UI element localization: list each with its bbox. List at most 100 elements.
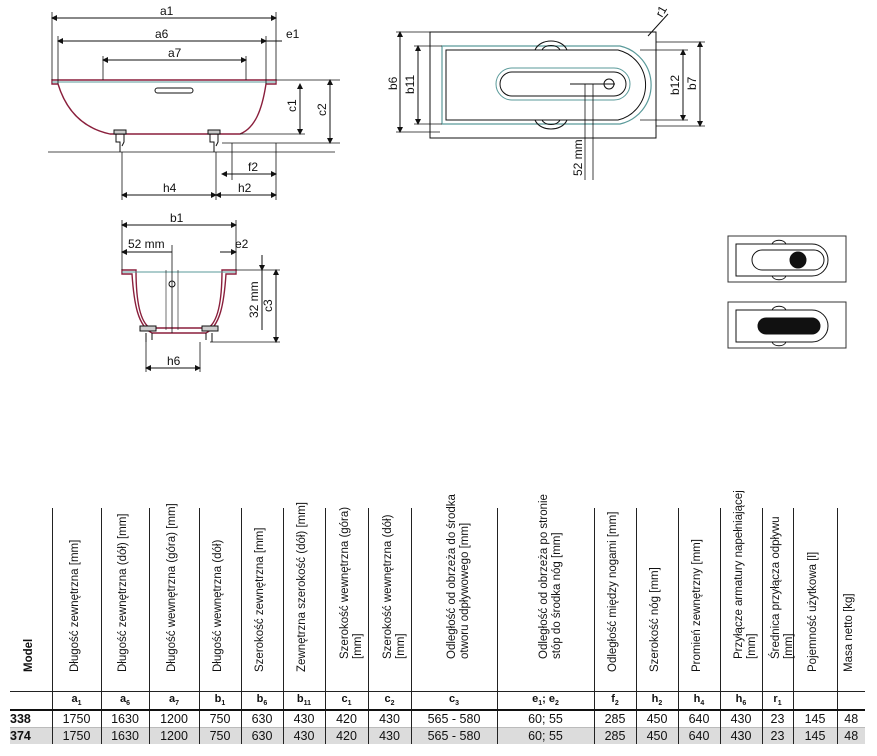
col-header-text: Promień zewnętrzny [mm] <box>691 539 703 672</box>
cell-c2: 430 <box>367 727 411 744</box>
col-symbol-c1: c1 <box>324 691 368 711</box>
col-symbol-h4: h4 <box>677 691 720 711</box>
top-view-labels: r1 b6 b11 b12 b7 52 mm <box>386 3 699 176</box>
side-view-labels: a1 a6 a7 e1 c1 c2 f2 h4 h2 <box>155 4 329 195</box>
col-header-f2: Odległość między nogami [mm] <box>593 508 636 692</box>
cell-h6: 430 <box>719 727 762 744</box>
col-header-volume: Pojemność użytkowa [l] <box>792 508 837 692</box>
cell-b6: 630 <box>240 727 283 744</box>
label-f2: f2 <box>248 160 258 174</box>
cell-e1e2: 60; 55 <box>496 727 594 744</box>
cell-c3: 565 - 580 <box>410 727 497 744</box>
col-symbol-c3: c3 <box>410 691 497 711</box>
col-header-text: Długość zewnętrzna (dół) [mm] <box>117 513 129 673</box>
label-52mm-section: 52 mm <box>128 237 165 251</box>
technical-drawings: a1 a6 a7 e1 c1 c2 f2 h4 h2 <box>48 3 847 372</box>
col-header-text: Model <box>22 638 35 672</box>
top-view-drawing <box>396 13 705 180</box>
col-header-text: Odległość od obrzeża po stronie stóp do … <box>537 494 563 659</box>
label-c1: c1 <box>285 99 299 112</box>
col-header-c3: Odległość od obrzeża do środka otworu od… <box>410 494 497 692</box>
col-symbol-b11: b11 <box>282 691 325 711</box>
cell-c3: 565 - 580 <box>410 710 497 728</box>
col-symbol-volume <box>792 691 837 711</box>
col-header-text: Zewnętrzna szerokość (dół) [mm] <box>296 502 308 672</box>
col-header-text: Odległość między nogami [mm] <box>607 511 619 672</box>
label-a6: a6 <box>155 27 169 41</box>
col-header-c1: Szerokość wewnętrzna (góra) [mm] <box>324 507 368 692</box>
cell-a1: 1750 <box>51 727 101 744</box>
cell-c1: 420 <box>324 727 368 744</box>
col-header-text: Długość zewnętrzna [mm] <box>68 539 81 672</box>
col-header-h6: Przyłącze armatury napełniającej [mm] <box>719 490 762 692</box>
col-header-h4: Promień zewnętrzny [mm] <box>677 508 720 692</box>
col-symbol-h6: h6 <box>719 691 762 711</box>
col-header-text: Pojemność użytkowa [l] <box>807 551 819 672</box>
col-header-a7: Długość wewnętrzna (góra) [mm] <box>148 503 199 692</box>
label-h2: h2 <box>238 181 252 195</box>
col-symbol-model <box>10 691 52 711</box>
col-header-b6: Szerokość zewnętrzna [mm] <box>240 508 283 692</box>
cell-mass: 48 <box>836 727 865 744</box>
col-header-model: Model <box>10 508 52 692</box>
col-header-b11: Zewnętrzna szerokość (dół) [mm] <box>282 502 325 692</box>
cell-b6: 630 <box>240 710 283 728</box>
label-52mm-top: 52 mm <box>571 139 585 176</box>
cell-h2: 450 <box>635 710 678 728</box>
drain-round-icon <box>789 251 807 269</box>
cross-section-labels: b1 52 mm e2 32 mm c3 h6 <box>128 211 275 368</box>
cell-e1e2: 60; 55 <box>496 710 594 728</box>
cell-f2: 285 <box>593 727 636 744</box>
col-symbol-a7: a7 <box>148 691 199 711</box>
cell-volume: 145 <box>792 710 837 728</box>
cell-model: 374 <box>10 727 52 744</box>
thumbnail-round-drain <box>727 235 847 283</box>
label-h6: h6 <box>167 354 181 368</box>
cell-h2: 450 <box>635 727 678 744</box>
col-header-text: Szerokość zewnętrzna [mm] <box>254 527 266 672</box>
label-e2: e2 <box>235 237 249 251</box>
col-header-text: Długość wewnętrzna (dół) <box>212 539 224 672</box>
col-symbol-b6: b6 <box>240 691 283 711</box>
col-header-text: Szerokość wewnętrzna (góra) [mm] <box>338 506 364 659</box>
col-header-text: Długość wewnętrzna (góra) [mm] <box>166 503 178 672</box>
col-header-text: Przyłącze armatury napełniającej [mm] <box>733 490 758 659</box>
col-header-c2: Szerokość wewnętrzna (dół) [mm] <box>367 508 411 692</box>
col-symbol-b1: b1 <box>198 691 241 711</box>
cell-a6: 1630 <box>100 710 149 728</box>
col-header-mass: Masa netto [kg] <box>836 508 865 692</box>
label-32mm: 32 mm <box>247 281 261 318</box>
cell-model: 338 <box>10 712 31 726</box>
col-symbol-a1: a1 <box>51 691 101 711</box>
cell-r1: 23 <box>761 727 793 744</box>
label-b6: b6 <box>386 76 400 90</box>
col-header-text: Szerokość wewnętrzna (dół) [mm] <box>381 514 407 659</box>
col-header-e1e2: Odległość od obrzeża po stronie stóp do … <box>496 494 594 692</box>
cell-a7: 1200 <box>148 710 199 728</box>
cell-c2: 430 <box>367 710 411 728</box>
cell-mass: 48 <box>836 710 865 728</box>
cell-volume: 145 <box>792 727 837 744</box>
label-b12: b12 <box>668 75 682 95</box>
cell-b11: 430 <box>282 710 325 728</box>
cross-section-drawing <box>121 220 280 372</box>
col-symbol-e1e2: e1; e2 <box>496 691 594 711</box>
cell-a7: 1200 <box>148 727 199 744</box>
col-header-b1: Długość wewnętrzna (dół) <box>198 508 241 692</box>
col-symbol-a6: a6 <box>100 691 149 711</box>
label-c2: c2 <box>315 103 329 116</box>
cell-c1: 420 <box>324 710 368 728</box>
label-b7: b7 <box>685 76 699 90</box>
col-header-text: Średnica przyłącza odpływu [mm] <box>769 516 795 659</box>
cell-h6: 430 <box>719 710 762 728</box>
cell-r1: 23 <box>761 710 793 728</box>
side-view-drawing <box>48 12 340 200</box>
cell-b1: 750 <box>198 727 241 744</box>
col-symbol-f2: f2 <box>593 691 636 711</box>
cell-h4: 640 <box>677 727 720 744</box>
label-e1: e1 <box>286 27 300 41</box>
col-header-a1: Długość zewnętrzna [mm] <box>51 508 101 692</box>
drain-oval-icon <box>757 317 821 335</box>
